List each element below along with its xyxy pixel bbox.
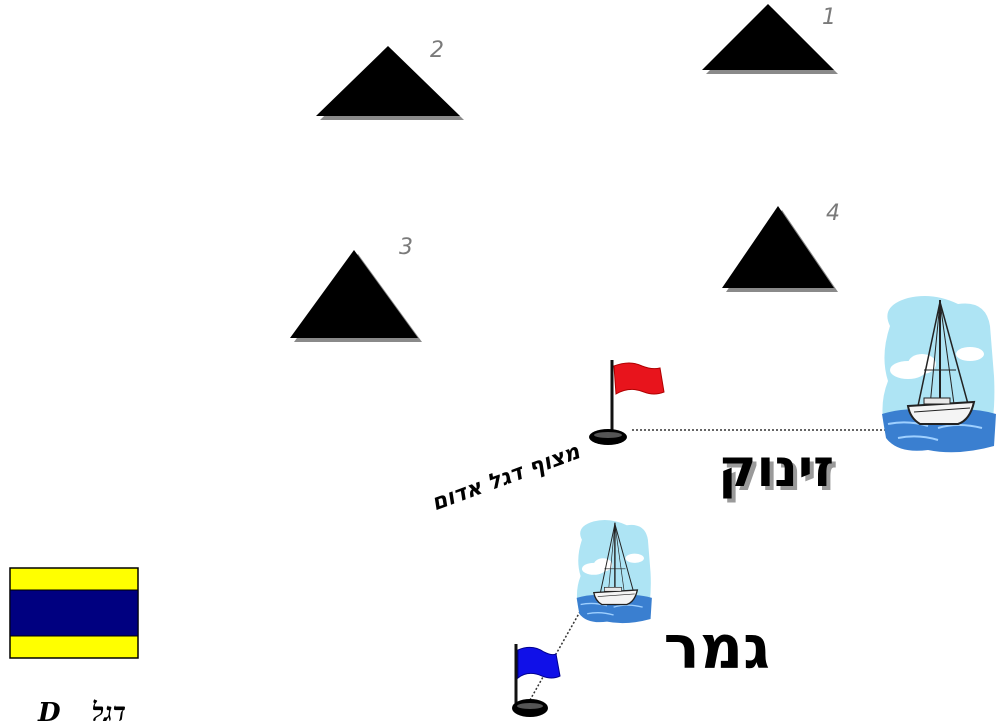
finish-sailboat-icon xyxy=(577,520,652,623)
red-mark-label: מצוף דגל אדום xyxy=(428,439,584,516)
red-flag-buoy-icon xyxy=(589,360,664,445)
signal-flag-d-icon xyxy=(10,568,138,658)
start-label: זינוק xyxy=(718,439,834,499)
buoy-2: 2 xyxy=(316,38,464,120)
buoy-1: 1 xyxy=(702,4,838,74)
buoy-4: 4 xyxy=(722,201,840,292)
flag-caption-word: דגל xyxy=(92,698,126,727)
blue-flag-buoy-icon xyxy=(512,644,560,717)
buoy-number-4: 4 xyxy=(826,201,840,226)
buoy-number-1: 1 xyxy=(822,5,836,30)
buoy-number-2: 2 xyxy=(430,38,444,63)
flag-caption-letter: D xyxy=(37,698,61,727)
buoy-3: 3 xyxy=(290,235,422,342)
buoy-number-3: 3 xyxy=(399,235,413,260)
finish-label: גמר xyxy=(664,613,770,683)
start-sailboat-icon xyxy=(882,296,996,452)
